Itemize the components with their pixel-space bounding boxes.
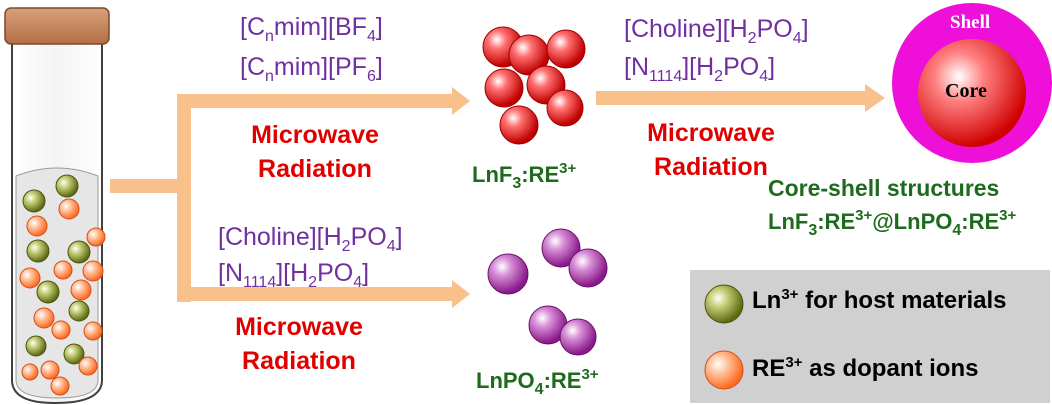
core-circle	[918, 39, 1026, 147]
lnf3-product-label: LnF3:RE3+	[472, 160, 577, 192]
lnpo4-sphere	[487, 253, 529, 295]
bottom-ionic-liquid-2: [N1114][H2PO4]	[218, 259, 370, 291]
lnpo4-sphere	[559, 318, 597, 356]
tube-sphere	[68, 300, 90, 322]
tube-sphere	[78, 356, 98, 376]
tube-sphere	[67, 240, 91, 264]
shell-label: Shell	[950, 12, 991, 33]
tube-sphere	[50, 376, 70, 396]
tube-sphere	[58, 198, 80, 220]
tube-sphere	[53, 260, 73, 280]
tube-sphere	[51, 320, 71, 340]
test-tube	[4, 7, 110, 405]
top-ionic-liquid-1: [Cnmim][BF4]	[240, 13, 383, 45]
lnf3-sphere	[546, 89, 584, 127]
lnpo4-sphere	[541, 228, 581, 268]
arrow-top-head	[452, 87, 470, 115]
core-label: Core	[945, 80, 987, 102]
tube-sphere	[70, 279, 92, 301]
coating-ionic-liquid-2: [N1114][H2PO4]	[624, 53, 776, 85]
arrow-coating-shaft	[596, 91, 866, 105]
core-shell-title: Core-shell structures	[768, 175, 1000, 201]
arrow-stem	[110, 179, 185, 193]
lnpo4-product-label: LnPO4:RE3+	[476, 366, 599, 398]
lnf3-sphere	[484, 68, 524, 108]
tube-sphere	[33, 307, 55, 329]
legend-item-ln: Ln3+ for host materials	[752, 286, 1007, 314]
re-legend-sphere-icon	[704, 350, 744, 390]
core-shell-particle	[892, 3, 1052, 163]
legend-box: Ln3+ for host materials RE3+ as dopant i…	[690, 270, 1050, 403]
tube-cap	[4, 7, 110, 45]
legend-item-re: RE3+ as dopant ions	[752, 354, 979, 382]
arrow-top-shaft	[177, 94, 453, 108]
reaction-arrows	[110, 84, 885, 308]
tube-sphere	[26, 239, 50, 263]
tube-sphere	[40, 360, 60, 380]
tube-sphere	[83, 321, 103, 341]
coating-ionic-liquid-1: [Choline][H2PO4]	[624, 15, 809, 47]
lnf3-particles	[482, 26, 586, 145]
tube-sphere	[22, 189, 46, 213]
ln-legend-sphere-icon	[704, 284, 744, 324]
lnf3-sphere	[499, 105, 539, 145]
tube-sphere	[36, 280, 60, 304]
tube-sphere	[26, 215, 48, 237]
tube-sphere	[86, 227, 106, 247]
arrow-coating-head	[865, 84, 885, 112]
arrow-branch-vertical	[177, 94, 191, 302]
tube-sphere	[55, 174, 79, 198]
lnpo4-particles	[487, 228, 608, 356]
top-ionic-liquid-2: [Cnmim][PF6]	[240, 53, 383, 85]
tube-sphere	[21, 363, 39, 381]
tube-sphere	[82, 260, 104, 282]
arrow-bottom-shaft	[177, 287, 453, 301]
bottom-ionic-liquid-1: [Choline][H2PO4]	[218, 223, 403, 255]
arrow-bottom-head	[452, 280, 470, 308]
lnf3-sphere	[546, 29, 586, 69]
tube-particles	[19, 174, 106, 396]
tube-sphere	[25, 335, 47, 357]
lnpo4-sphere	[568, 248, 608, 288]
core-shell-formula: LnF3:RE3+@LnPO4:RE3+	[768, 207, 1017, 239]
tube-sphere	[19, 267, 41, 289]
tube-sphere	[63, 343, 85, 365]
